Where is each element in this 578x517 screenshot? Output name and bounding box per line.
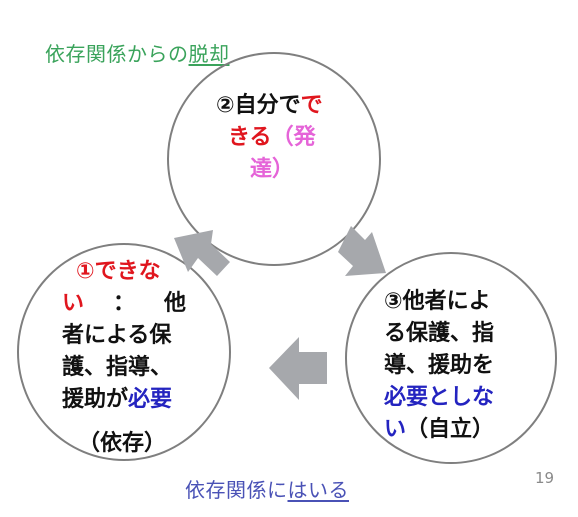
stage-1-line-4: 護、指導、 xyxy=(62,355,173,380)
stage-2-number: ② xyxy=(216,93,235,118)
title-bottom-prefix: 依存関係に xyxy=(185,478,288,502)
stage-3-line-4: 必要としな xyxy=(384,385,495,410)
circle-stage-2 xyxy=(167,52,381,266)
stage-1-other: 他 xyxy=(163,291,186,316)
stage-3-independence: （自立） xyxy=(406,417,495,442)
arrow-stage3-to-stage1-icon xyxy=(269,337,327,400)
circle-stage-3 xyxy=(345,252,557,464)
title-bottom-underlined: はいる xyxy=(287,478,349,502)
stage-3-line-2: る保護、指 xyxy=(384,321,495,346)
circle-stage-1 xyxy=(17,243,231,461)
stage-3-line-3: 導、援助を xyxy=(384,353,495,378)
stage-3-line-1: ③他者によ xyxy=(384,289,491,314)
stage-2-self: 自分で xyxy=(234,93,301,118)
stage-1-line-5: 援助が必要 xyxy=(62,384,186,416)
stage-2-line-1: ②自分でで xyxy=(216,90,336,122)
title-top-prefix: 依存関係からの xyxy=(45,42,189,66)
stage-2-development-close: 達） xyxy=(250,157,295,182)
stage-1-line-3: 者による保 xyxy=(62,323,172,348)
stage-3-line-5: い（自立） xyxy=(384,414,514,446)
title-enter-dependency: 依存関係にはいる xyxy=(185,474,349,503)
stage-1-colon: ： xyxy=(112,291,135,316)
stage-3-text: ③他者によ る保護、指 導、援助を 必要としな い（自立） xyxy=(384,286,514,446)
stage-2-line-3: 達） xyxy=(216,154,336,186)
stage-1-text: ①できな い ： 他 者による保 護、指導、 援助が必要 （依存） xyxy=(62,256,186,460)
page-number: 19 xyxy=(535,469,555,487)
stage-1-line-2: い ： 他 xyxy=(62,288,186,320)
title-top-underlined: 脱却 xyxy=(188,42,230,66)
stage-1-help: 援助が xyxy=(62,387,129,412)
stage-1-cannot: ①できな xyxy=(76,259,161,284)
stage-2-de: で xyxy=(300,93,323,118)
title-exit-dependency: 依存関係からの脱却 xyxy=(45,38,230,67)
stage-1-line-6: （依存） xyxy=(78,431,167,456)
stage-2-text: ②自分でで きる（発 達） xyxy=(216,90,336,186)
stage-2-line-2: きる（発 xyxy=(216,122,336,154)
stage-1-cannot-end: い xyxy=(62,291,85,316)
stage-2-can: きる xyxy=(228,125,272,150)
stage-2-development-open: （発 xyxy=(271,125,316,150)
stage-1-line-1: ①できな xyxy=(62,256,186,288)
stage-3-not-end: い xyxy=(384,417,407,442)
stage-1-necessary: 必要 xyxy=(128,387,173,412)
